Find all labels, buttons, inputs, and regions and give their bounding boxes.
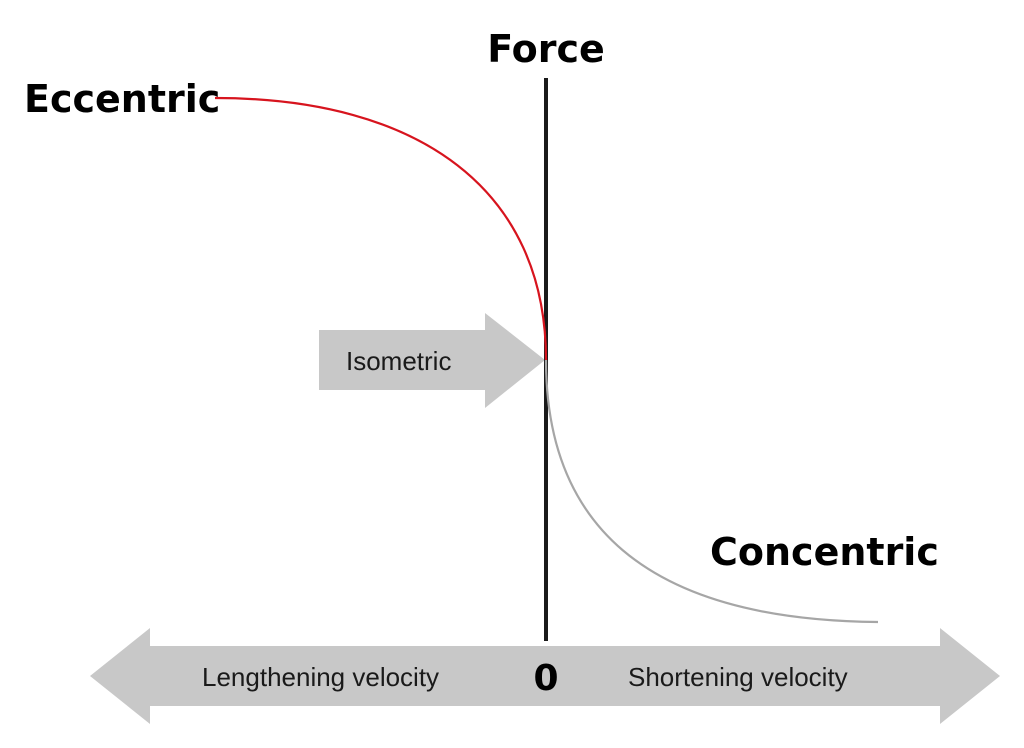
eccentric-label: Eccentric: [24, 77, 220, 121]
isometric-label: Isometric: [346, 346, 451, 376]
velocity-double-arrow: [90, 628, 1000, 724]
lengthening-velocity-label: Lengthening velocity: [202, 662, 439, 692]
force-label: Force: [487, 27, 605, 71]
concentric-label: Concentric: [710, 530, 939, 574]
eccentric-curve: [214, 96, 548, 361]
zero-label: 0: [533, 658, 558, 699]
isometric-arrow: [319, 313, 545, 408]
shortening-velocity-label: Shortening velocity: [628, 662, 848, 692]
concentric-curve: [544, 359, 879, 624]
